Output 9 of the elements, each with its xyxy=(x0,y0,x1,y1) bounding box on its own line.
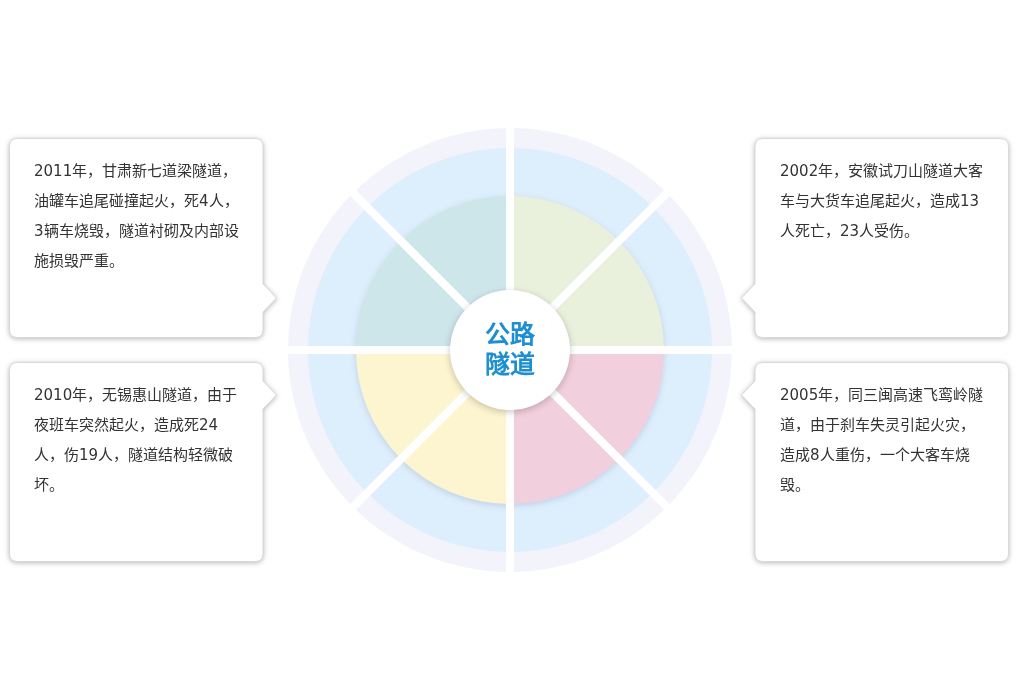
center-title: 公路隧道 xyxy=(484,320,536,380)
speech-bubble xyxy=(9,138,277,338)
speech-bubble xyxy=(741,138,1009,338)
callout-text: 2010年，无锡惠山隧道，由于夜班车突然起火，造成死24人，伤19人，隧道结构轻微破坏。 xyxy=(34,385,239,496)
callout-text: 2005年，同三闽高速飞鸾岭隧道，由于刹车失灵引起火灾，造成8人重伤，一个大客车烧毁。 xyxy=(780,385,985,496)
speech-bubble xyxy=(741,362,1009,562)
speech-bubble xyxy=(9,362,277,562)
callout-text: 2002年，安徽试刀山隧道大客车与大货车追尾起火，造成13人死亡，23人受伤。 xyxy=(780,161,985,242)
callout-text: 2011年，甘肃新七道梁隧道，油罐车追尾碰撞起火，死4人，3辆车烧毁，隧道衬砌及内部设施损毁严重。 xyxy=(34,161,240,272)
